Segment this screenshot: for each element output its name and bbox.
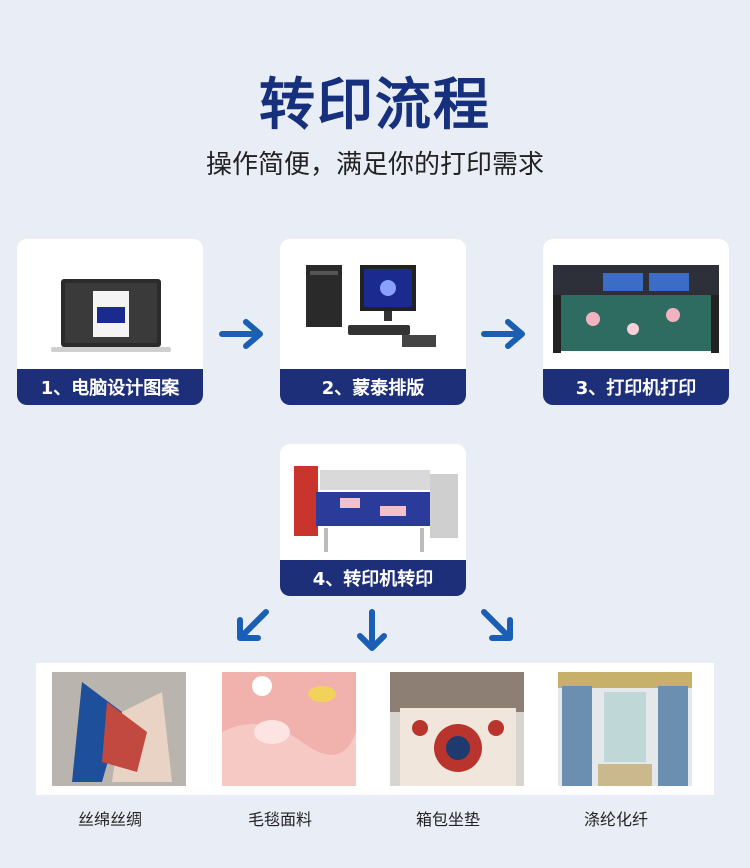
heat-press-machine-icon <box>294 466 458 552</box>
step-card-3: 3、打印机打印 <box>543 239 729 405</box>
step-label-1: 1、电脑设计图案 <box>17 369 203 405</box>
silk-scarf-icon <box>52 672 186 786</box>
product-label-2: 毛毯面料 <box>247 810 312 829</box>
arrow-down-left-icon <box>237 609 269 641</box>
page-title: 转印流程 <box>259 73 491 138</box>
arrow-right-icon <box>219 319 263 349</box>
step-card-4: 4、转印机转印 <box>280 444 466 596</box>
desktop-computer-icon <box>306 265 436 347</box>
products-strip <box>36 663 714 795</box>
page-subtitle: 操作简便，满足你的打印需求 <box>205 150 544 180</box>
product-label-4: 涤纶化纤 <box>583 810 648 829</box>
carpet-cushion-icon <box>390 672 524 786</box>
printer-icon <box>553 265 719 353</box>
step-label-2: 2、蒙泰排版 <box>280 369 466 405</box>
product-label-3: 箱包坐垫 <box>415 810 480 829</box>
step-card-1: 1、电脑设计图案 <box>17 239 203 405</box>
arrow-down-icon <box>357 609 387 651</box>
product-label-1: 丝绵丝绸 <box>77 810 142 829</box>
step-card-2: 2、蒙泰排版 <box>280 239 466 405</box>
laptop-icon <box>51 279 171 352</box>
arrow-right-icon <box>481 319 525 349</box>
step-label-4: 4、转印机转印 <box>280 560 466 596</box>
blanket-fabric-icon <box>222 672 356 786</box>
curtain-icon <box>558 672 692 786</box>
arrow-down-right-icon <box>481 609 513 641</box>
step-label-3: 3、打印机打印 <box>543 369 729 405</box>
